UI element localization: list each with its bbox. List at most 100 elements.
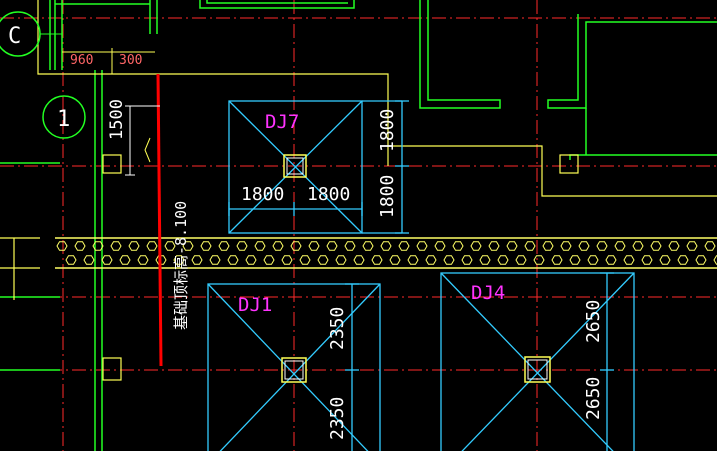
hatch-hexagon [695,255,707,265]
hatch-hexagon [74,241,86,251]
hatch-hexagon [290,241,302,251]
hatch-hexagon [452,241,464,251]
hatch-hexagon [389,255,401,265]
hatch-hexagon [488,241,500,251]
hatch-hexagon [524,241,536,251]
wall-outline [547,14,717,109]
dim-1500: 1500 [107,99,127,140]
hatch-hexagon [164,241,176,251]
axis-label-c: C [8,24,21,49]
hatch-hexagon [659,255,671,265]
hatch-hexagon [668,241,680,251]
hatch-hexagon [227,255,239,265]
dim-1500-lines [125,105,160,176]
column-square [102,357,122,381]
strip-foundation-beam [55,237,717,269]
footing-dj4[interactable] [440,272,635,451]
hatch-hexagon [101,255,113,265]
hatch-hexagon [173,255,185,265]
hatch-hexagon [380,241,392,251]
hatch-hexagon [434,241,446,251]
hatch-hexagon [191,255,203,265]
hatch-hexagon [344,241,356,251]
hatch-hexagon [596,241,608,251]
hatch-hexagon [713,255,717,265]
axis-bubble-1[interactable]: 1 [42,95,86,139]
dim-300: 300 [119,53,142,68]
hatch-hexagon [218,241,230,251]
hatch-hexagon [407,255,419,265]
hatch-hexagon [335,255,347,265]
column-square [102,154,122,174]
hatch-hexagon [308,241,320,251]
hatch-hexagon [182,241,194,251]
hatch-hexagon [542,241,554,251]
hatch-hexagon [137,255,149,265]
footing-tag-dj1[interactable]: DJ1 [238,294,272,316]
hatch-hexagon [317,255,329,265]
wall-outline [419,0,501,109]
hatch-hexagon [578,241,590,251]
hatch-hexagon [506,241,518,251]
dj7-height-top: 1800 [377,109,398,152]
hatch-hexagon [155,255,167,265]
hatch-hexagon [614,241,626,251]
wall-outline [569,154,717,160]
dj7-column [283,154,307,178]
dim-960: 960 [70,53,93,68]
hatch-hexagon [551,255,563,265]
footing-dj1[interactable] [207,283,381,451]
dj7-width-left: 1800 [241,184,284,205]
hatch-hexagon [623,255,635,265]
hatch-hexagon [479,255,491,265]
hatch-hexagon [533,255,545,265]
hatch-hexagon [371,255,383,265]
axis-label-1: 1 [57,107,70,132]
wall-outline [206,0,348,4]
hatch-hexagon [299,255,311,265]
hatch-hexagon [650,241,662,251]
hatch-hexagon [515,255,527,265]
hatch-hexagon [110,241,122,251]
dj4-column [524,356,551,383]
beams [0,0,717,381]
hatch-hexagon [470,241,482,251]
footing-tag-dj4[interactable]: DJ4 [471,282,505,304]
hatch-hexagon [236,241,248,251]
hatch-hexagon [272,241,284,251]
hatch-hexagon [83,255,95,265]
footing-tag-dj7[interactable]: DJ7 [265,111,299,133]
hatch-hexagon [119,255,131,265]
hatch-hexagon [443,255,455,265]
hatch-hexagon [461,255,473,265]
hatch-hexagon [353,255,365,265]
hatch-hexagon [416,241,428,251]
hatch-hexagon [254,241,266,251]
hatch-hexagon [587,255,599,265]
hatch-hexagon [56,241,68,251]
hatch-hexagon [677,255,689,265]
footing-dj7[interactable] [228,100,409,234]
highlight-line[interactable] [156,73,163,367]
dj1-column [281,357,307,383]
hatch-hexagon [641,255,653,265]
hatch-hexagon [326,241,338,251]
axis-bubble-c[interactable]: C [0,11,63,57]
hatch-hexagon [686,241,698,251]
hatch-hexagon [65,255,77,265]
hatch-hexagon [497,255,509,265]
hatch-hexagon [362,241,374,251]
hatch-hexagon [263,255,275,265]
hatch-hexagon [128,241,140,251]
dj4-height-top: 2650 [583,300,604,343]
column-square [559,154,579,174]
hatch-hexagon [560,241,572,251]
dj7-width-right: 1800 [307,184,350,205]
dj4-height-bottom: 2650 [583,377,604,420]
hatch-hexagon [200,241,212,251]
hatch-hexagon [425,255,437,265]
foundation-top-elevation-note[interactable]: 基础顶标高-8.100 [172,201,190,330]
